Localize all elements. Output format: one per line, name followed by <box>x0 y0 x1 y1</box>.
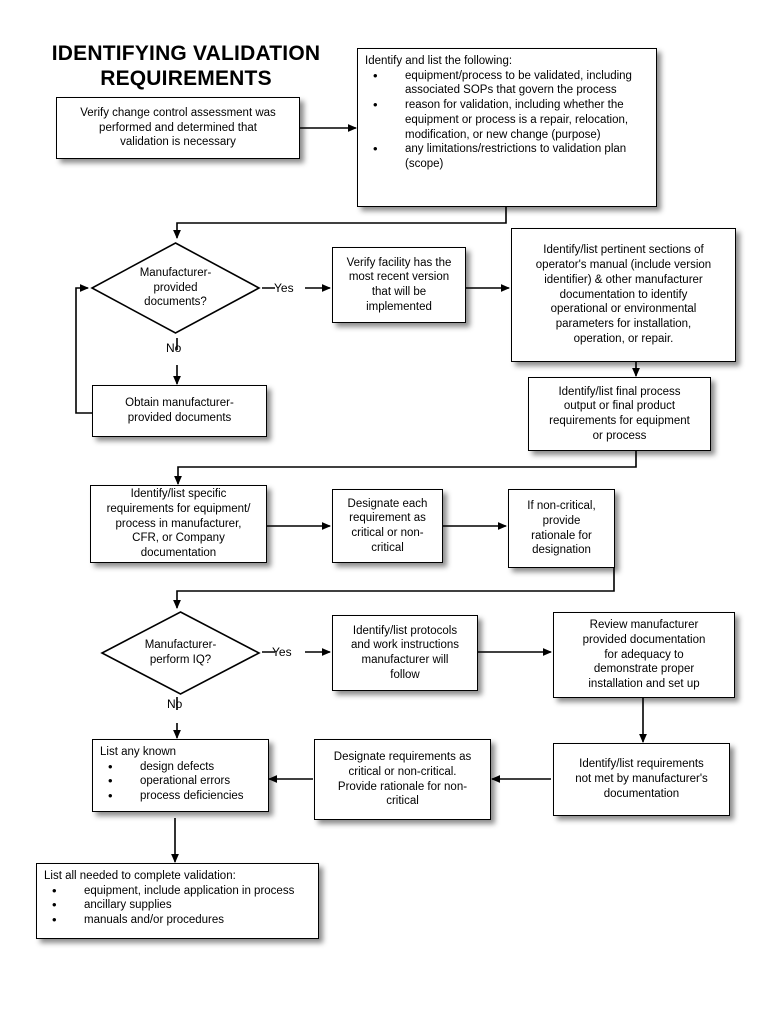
node-obtain-manufacturer-documents[interactable]: Obtain manufacturer- provided documents <box>92 385 267 437</box>
bullet-icon: • <box>373 97 378 113</box>
node-identify-and-list-lead: Identify and list the following: <box>365 55 513 67</box>
bullet-icon: • <box>108 758 113 774</box>
node-list-all-needed-lead: List all needed to complete validation: <box>44 870 236 882</box>
node-identify-requirements-not-met-text: Identify/list requirements not met by ma… <box>575 758 708 800</box>
diamond-shape <box>100 611 261 695</box>
node-identify-specific-requirements[interactable]: Identify/list specific requirements for … <box>90 485 267 563</box>
node-identify-pertinent-sections[interactable]: Identify/list pertinent sections of oper… <box>511 228 736 362</box>
diamond-shape <box>90 242 261 334</box>
edge-ifnoncritical-to-diamond2 <box>173 568 615 609</box>
edge-label-yes-iq: Yes <box>272 645 292 659</box>
node-list-any-known[interactable]: List any known •design defects •operatio… <box>92 739 269 812</box>
node-obtain-manufacturer-documents-text: Obtain manufacturer- provided documents <box>125 397 234 424</box>
bullet-icon: • <box>52 882 57 898</box>
bullet-icon: • <box>52 912 57 928</box>
list-item: •any limitations/restrictions to validat… <box>373 141 627 171</box>
node-manufacturer-provided-documents-text: Manufacturer- provided documents? <box>139 266 212 309</box>
diagram-title: IDENTIFYING VALIDATION REQUIREMENTS <box>51 42 321 90</box>
node-manufacturer-perform-iq[interactable]: Manufacturer- perform IQ? <box>98 609 263 697</box>
edge-label-no-documents: No <box>166 341 182 355</box>
node-identify-and-list[interactable]: Identify and list the following: •equipm… <box>357 48 657 207</box>
node-designate-each-requirement[interactable]: Designate each requirement as critical o… <box>332 489 443 563</box>
node-list-all-needed-bullets: •equipment, include application in proce… <box>44 882 312 928</box>
node-verify-change-control-text: Verify change control assessment was per… <box>80 106 276 149</box>
node-identify-and-list-bullets: •equipment/process to be validated, incl… <box>365 67 650 172</box>
node-if-non-critical-text: If non-critical, provide rationale for d… <box>527 500 596 557</box>
node-review-manufacturer-documentation[interactable]: Review manufacturer provided documentati… <box>553 612 735 698</box>
list-item: •equipment/process to be validated, incl… <box>373 67 632 97</box>
bullet-icon: • <box>52 897 57 913</box>
node-identify-requirements-not-met[interactable]: Identify/list requirements not met by ma… <box>553 743 730 816</box>
node-list-all-needed[interactable]: List all needed to complete validation: … <box>36 863 319 939</box>
list-item: •manuals and/or procedures <box>52 912 224 928</box>
edge-identify-to-diamond1 <box>173 207 507 239</box>
node-verify-facility[interactable]: Verify facility has the most recent vers… <box>332 247 466 323</box>
bullet-icon: • <box>108 773 113 789</box>
node-identify-protocols-text: Identify/list protocols and work instruc… <box>350 624 460 681</box>
list-item: •operational errors <box>108 773 231 789</box>
node-identify-final-process[interactable]: Identify/list final process output or fi… <box>528 377 711 451</box>
node-verify-change-control[interactable]: Verify change control assessment was per… <box>56 97 300 159</box>
edge-final-to-specific <box>174 451 637 485</box>
list-item: •process deficiencies <box>108 788 244 804</box>
node-designate-each-requirement-text: Designate each requirement as critical o… <box>347 497 428 554</box>
node-identify-pertinent-sections-text: Identify/list pertinent sections of oper… <box>535 244 712 345</box>
edge-label-yes-documents: Yes <box>274 281 294 295</box>
node-manufacturer-provided-documents[interactable]: Manufacturer- provided documents? <box>88 239 263 337</box>
node-if-non-critical[interactable]: If non-critical, provide rationale for d… <box>508 489 615 568</box>
node-designate-requirements-as[interactable]: Designate requirements as critical or no… <box>314 739 491 820</box>
list-item: •ancillary supplies <box>52 897 172 913</box>
bullet-icon: • <box>108 788 113 804</box>
node-identify-specific-requirements-text: Identify/list specific requirements for … <box>106 488 251 560</box>
node-list-any-known-lead: List any known <box>100 746 177 758</box>
node-identify-protocols[interactable]: Identify/list protocols and work instruc… <box>332 615 478 691</box>
node-review-manufacturer-documentation-text: Review manufacturer provided documentati… <box>582 619 706 691</box>
list-item: •reason for validation, including whethe… <box>373 97 629 141</box>
bullet-icon: • <box>373 141 378 157</box>
bullet-icon: • <box>373 67 378 83</box>
list-item: •equipment, include application in proce… <box>52 882 295 898</box>
edge-label-no-iq: No <box>167 697 183 711</box>
node-manufacturer-perform-iq-text: Manufacturer- perform IQ? <box>144 639 217 666</box>
node-designate-requirements-as-text: Designate requirements as critical or no… <box>333 751 472 808</box>
node-list-any-known-bullets: •design defects •operational errors •pro… <box>100 758 262 804</box>
node-verify-facility-text: Verify facility has the most recent vers… <box>346 256 452 313</box>
node-identify-final-process-text: Identify/list final process output or fi… <box>549 385 690 442</box>
list-item: •design defects <box>108 758 215 774</box>
